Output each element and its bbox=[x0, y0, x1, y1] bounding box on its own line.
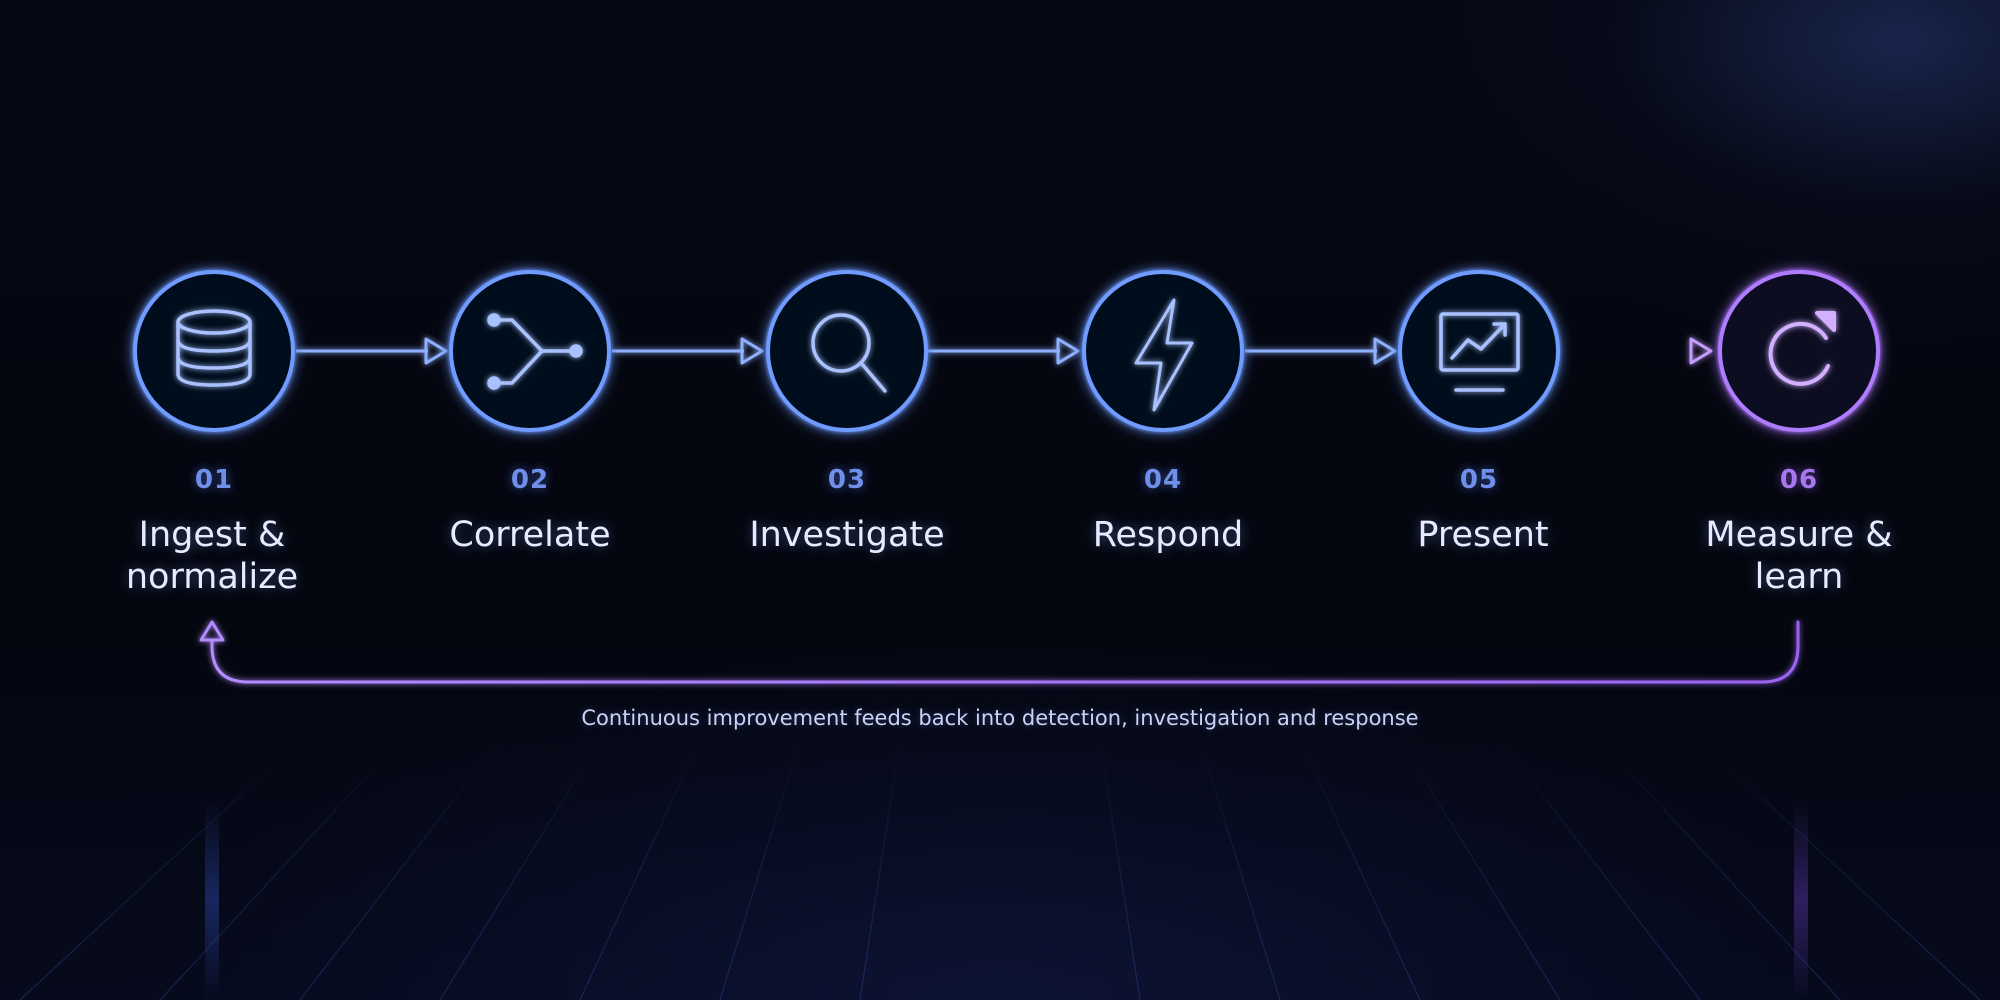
step-label-02: Correlate bbox=[449, 515, 611, 555]
step-node-03 bbox=[766, 270, 928, 432]
step-node-05 bbox=[1398, 270, 1560, 432]
step-node-04 bbox=[1082, 270, 1244, 432]
arrow-02-to-03 bbox=[612, 337, 764, 365]
arrow-04-to-05 bbox=[1245, 337, 1397, 365]
step-number-05: 05 bbox=[1459, 465, 1499, 495]
chart-monitor-icon bbox=[1439, 312, 1520, 392]
refresh-icon bbox=[1768, 311, 1836, 386]
step-node-06 bbox=[1718, 270, 1880, 432]
step-number-06: 06 bbox=[1779, 465, 1819, 495]
step-node-02 bbox=[449, 270, 611, 432]
merge-icon bbox=[487, 313, 583, 390]
database-icon bbox=[176, 309, 252, 387]
search-icon bbox=[811, 313, 887, 393]
arrow-05-to-06 bbox=[1561, 337, 1713, 365]
step-label-06: Measure & learn bbox=[1705, 515, 1893, 597]
step-number-03: 03 bbox=[827, 465, 867, 495]
step-label-03: Investigate bbox=[749, 515, 945, 555]
arrow-01-to-02 bbox=[296, 337, 448, 365]
connector-arrows bbox=[296, 337, 1713, 365]
step-number-01: 01 bbox=[194, 465, 234, 495]
step-label-01: Ingest & normalize bbox=[125, 515, 299, 597]
step-number-02: 02 bbox=[510, 465, 550, 495]
feedback-loop-arrow bbox=[199, 620, 1800, 684]
step-label-05: Present bbox=[1417, 515, 1549, 555]
step-label-04: Respond bbox=[1092, 515, 1244, 555]
feedback-loop-caption: Continuous improvement feeds back into d… bbox=[581, 706, 1419, 730]
step-number-04: 04 bbox=[1143, 465, 1183, 495]
step-node-01 bbox=[133, 270, 295, 432]
arrow-03-to-04 bbox=[928, 337, 1080, 365]
lightning-icon bbox=[1134, 298, 1194, 412]
